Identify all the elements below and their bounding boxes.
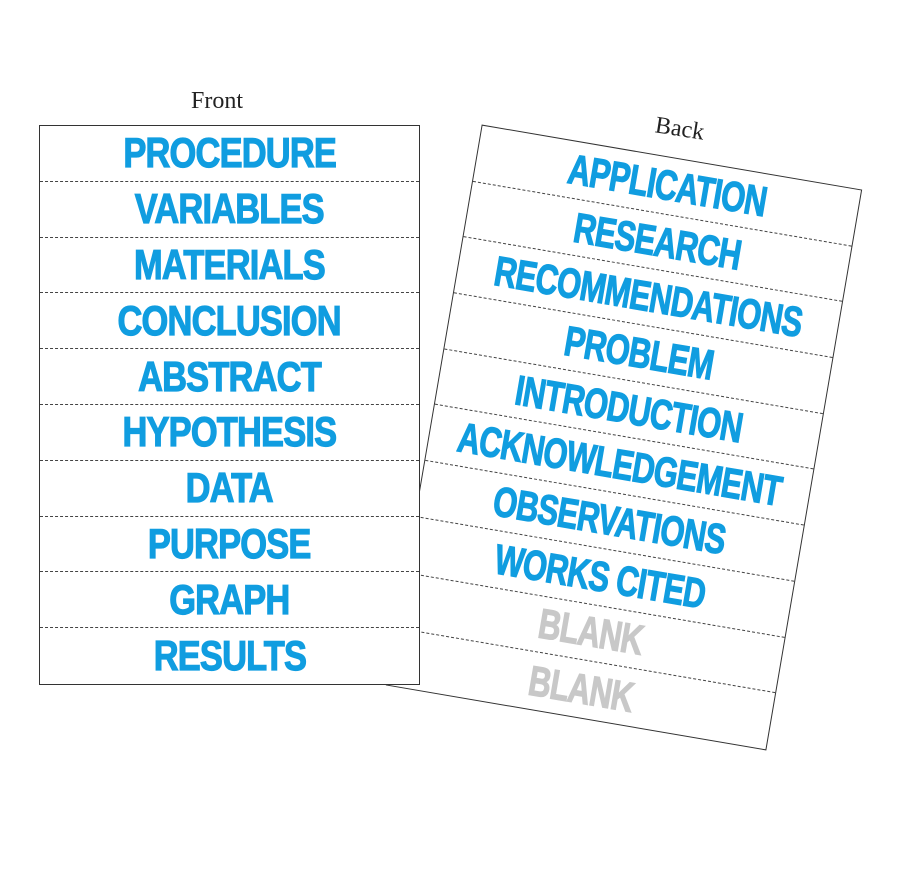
front-label-text: ABSTRACT [138,352,323,400]
front-label-text: PURPOSE [148,519,312,567]
front-label-row: MATERIALS [40,238,419,294]
front-caption: Front [191,88,244,114]
front-label-text: MATERIALS [134,240,327,288]
front-label-row: CONCLUSION [40,293,419,350]
front-label-row: PURPOSE [40,517,419,573]
front-label-text: CONCLUSION [117,296,342,344]
front-label-text: VARIABLES [134,185,325,233]
front-label-row: DATA [40,461,419,517]
back-caption: Back [653,112,707,146]
front-label-text: DATA [185,464,274,512]
front-label-sheet: PROCEDURE VARIABLES MATERIALS CONCLUSION ABS… [39,125,420,685]
front-label-row: VARIABLES [40,182,419,238]
front-label-text: RESULTS [153,631,307,680]
front-label-text: PROCEDURE [123,129,337,177]
front-label-row: ABSTRACT [40,349,419,405]
front-label-text: GRAPH [169,575,291,623]
back-label-text: BLANK [525,656,638,721]
front-label-row: GRAPH [40,572,419,629]
front-label-row: PROCEDURE [40,126,419,182]
front-label-row: RESULTS [40,628,419,684]
front-label-text: HYPOTHESIS [122,408,338,456]
front-label-row: HYPOTHESIS [40,405,419,461]
